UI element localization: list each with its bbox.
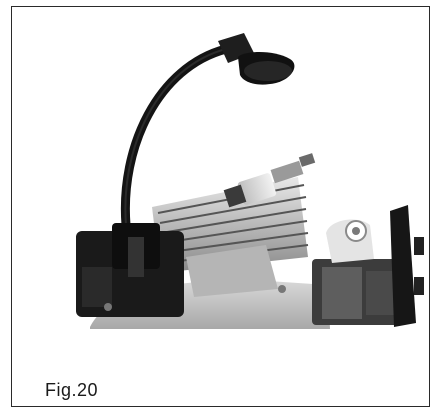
bolt	[104, 303, 112, 311]
spark-plug-cap	[218, 33, 295, 85]
figure-caption: Fig.20	[45, 380, 99, 400]
bolt	[278, 285, 286, 293]
figure-frame: Fig.20	[11, 6, 430, 407]
engine-ignition-photo	[68, 27, 428, 329]
ignition-coil	[76, 223, 184, 317]
carburetor	[312, 259, 404, 325]
cylinder-fins	[152, 177, 309, 273]
elbow-fitting	[326, 219, 374, 263]
spark-plug	[223, 153, 316, 208]
mounting-flange	[390, 205, 424, 327]
